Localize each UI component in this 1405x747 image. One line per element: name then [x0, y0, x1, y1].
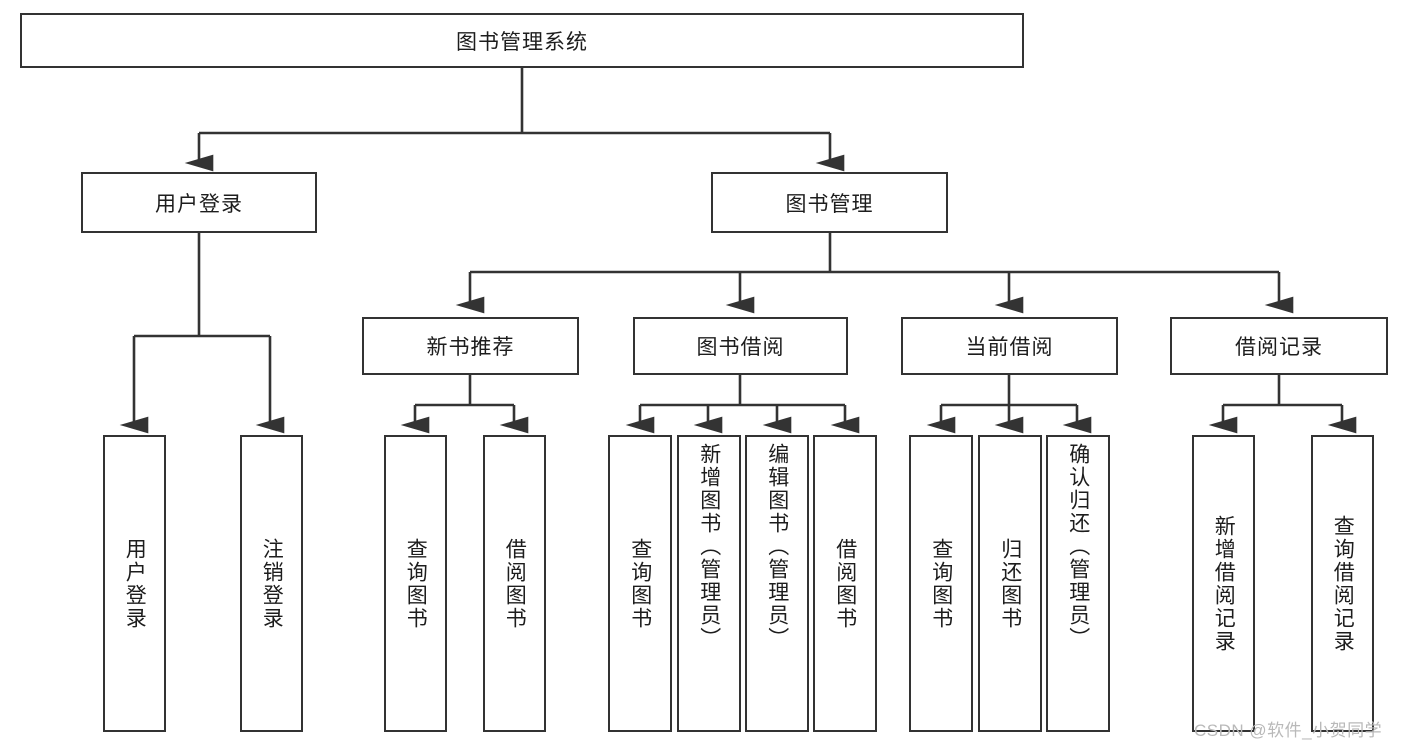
- node-user-login[interactable]: 用户登录: [81, 172, 317, 233]
- leaf-current-confirm-return-admin[interactable]: 确认归还（管理员）: [1046, 435, 1110, 732]
- leaf-borrow-borrow-book[interactable]: 借阅图书: [813, 435, 877, 732]
- leaf-recommend-query-book[interactable]: 查询图书: [384, 435, 447, 732]
- node-root-system[interactable]: 图书管理系统: [20, 13, 1024, 68]
- leaf-borrow-query-book[interactable]: 查询图书: [608, 435, 672, 732]
- leaf-user-login-logout[interactable]: 注销登录: [240, 435, 303, 732]
- node-new-book-recommend[interactable]: 新书推荐: [362, 317, 579, 375]
- node-label: 图书借阅: [696, 336, 785, 359]
- leaf-label: 借阅图书: [833, 537, 857, 630]
- node-book-borrow[interactable]: 图书借阅: [633, 317, 848, 375]
- node-label: 图书管理系统: [456, 30, 588, 54]
- leaf-label: 注销登录: [260, 537, 284, 630]
- leaf-borrow-add-book-admin[interactable]: 新增图书（管理员）: [677, 435, 741, 732]
- leaf-recommend-borrow-book[interactable]: 借阅图书: [483, 435, 546, 732]
- leaf-label: 新增图书（管理员）: [697, 443, 721, 650]
- leaf-record-query-record[interactable]: 查询借阅记录: [1311, 435, 1374, 732]
- node-book-management[interactable]: 图书管理: [711, 172, 948, 233]
- leaf-label: 查询借阅记录: [1331, 514, 1355, 653]
- node-borrow-record[interactable]: 借阅记录: [1170, 317, 1388, 375]
- leaf-record-add-record[interactable]: 新增借阅记录: [1192, 435, 1255, 732]
- node-label: 借阅记录: [1235, 336, 1323, 359]
- csdn-watermark: CSDN @软件_小贺同学: [1194, 721, 1383, 740]
- node-current-borrow[interactable]: 当前借阅: [901, 317, 1118, 375]
- leaf-label: 查询图书: [929, 537, 953, 630]
- node-label: 图书管理: [785, 192, 874, 216]
- leaf-label: 确认归还（管理员）: [1066, 443, 1090, 650]
- leaf-label: 查询图书: [628, 537, 652, 630]
- leaf-user-login-login[interactable]: 用户登录: [103, 435, 166, 732]
- leaf-label: 归还图书: [998, 537, 1022, 630]
- node-label: 新书推荐: [426, 336, 515, 359]
- node-label: 当前借阅: [965, 336, 1054, 359]
- leaf-label: 借阅图书: [503, 537, 527, 630]
- node-label: 用户登录: [155, 192, 243, 216]
- leaf-label: 用户登录: [123, 537, 147, 630]
- leaf-label: 新增借阅记录: [1212, 514, 1236, 653]
- leaf-borrow-edit-book-admin[interactable]: 编辑图书（管理员）: [745, 435, 809, 732]
- leaf-current-query-book[interactable]: 查询图书: [909, 435, 973, 732]
- leaf-label: 查询图书: [404, 537, 428, 630]
- leaf-label: 编辑图书（管理员）: [765, 443, 789, 650]
- leaf-current-return-book[interactable]: 归还图书: [978, 435, 1042, 732]
